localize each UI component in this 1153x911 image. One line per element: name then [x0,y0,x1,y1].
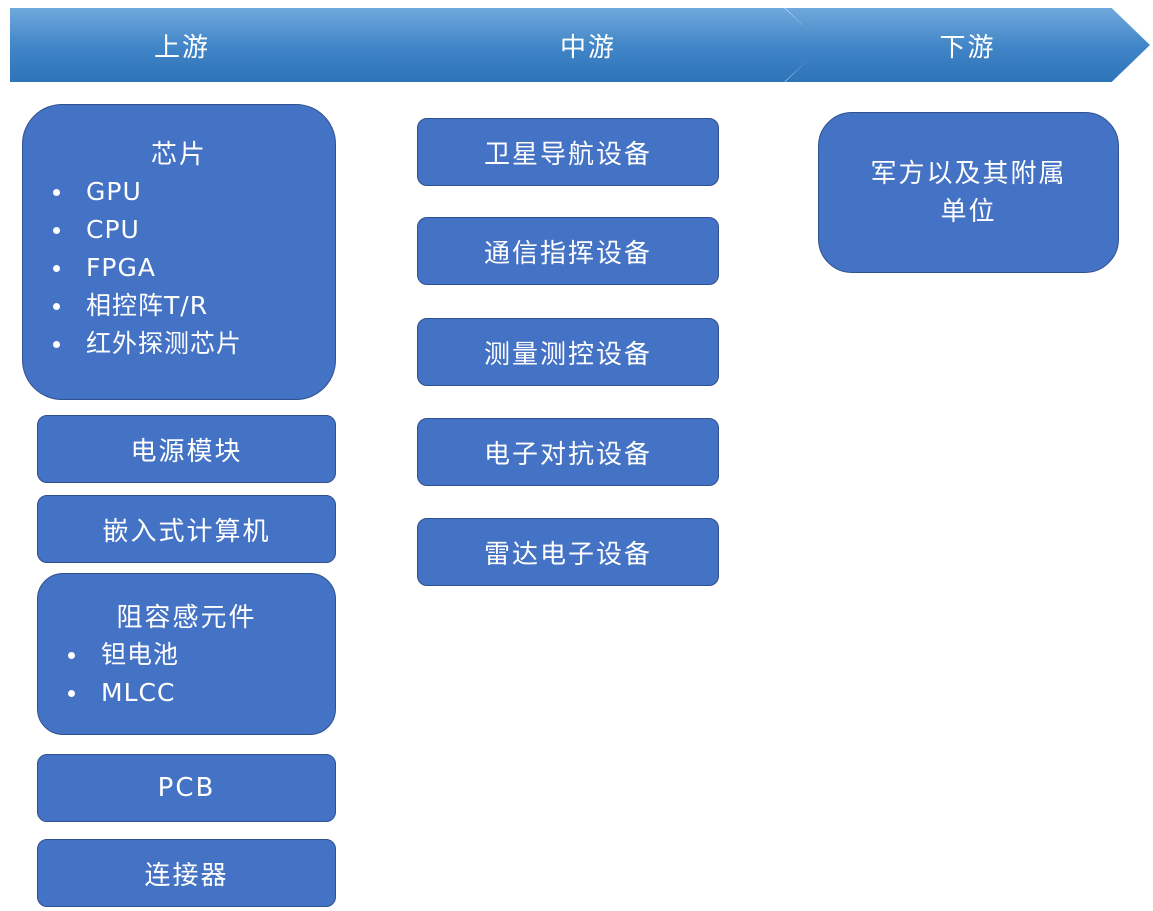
list-item: MLCC [58,674,315,712]
bullet-icon [53,188,60,196]
bullet-icon [53,264,60,272]
embedded-computer-box: 嵌入式计算机 [37,495,336,563]
bullet-icon [53,340,60,348]
stage-upstream-label: 上游 [153,32,210,63]
stage-midstream-chevron: 中游 [352,8,824,82]
list-item: 钽电池 [58,636,315,674]
chip-item-infrared: 红外探测芯片 [86,329,243,358]
midstream-item-label: 卫星导航设备 [483,139,652,170]
midstream-item-label: 电子对抗设备 [483,439,652,470]
passive-components-box: 阻容感元件 钽电池 MLCC [37,573,336,735]
pcb-label: PCB [157,773,216,803]
midstream-item-satellite-navigation: 卫星导航设备 [417,118,719,186]
list-item: 相控阵T/R [43,287,315,325]
list-item: CPU [43,211,315,249]
midstream-item-communication-command: 通信指挥设备 [417,217,719,285]
midstream-item-electronic-countermeasure: 电子对抗设备 [417,418,719,486]
passive-item-mlcc: MLCC [101,678,176,707]
bullet-icon [68,689,75,697]
stage-upstream-chevron: 上游 [10,8,392,82]
chip-item-gpu: GPU [86,177,142,206]
power-module-box: 电源模块 [37,415,336,483]
list-item: FPGA [43,249,315,287]
passive-components-title: 阻容感元件 [116,603,257,633]
downstream-label-line1: 军方以及其附属 [870,158,1067,189]
downstream-military-box: 军方以及其附属 单位 [818,112,1119,273]
bullet-icon [53,226,60,234]
midstream-item-measurement-control: 测量测控设备 [417,318,719,386]
chips-title: 芯片 [150,140,207,170]
bullet-icon [68,651,75,659]
connector-label: 连接器 [144,860,229,891]
chips-box: 芯片 GPU CPU FPGA 相控阵T/R 红外探测芯片 [22,104,336,400]
stage-downstream-chevron: 下游 [785,8,1150,82]
downstream-label-line2: 单位 [940,196,997,227]
chip-item-cpu: CPU [86,215,140,244]
list-item: GPU [43,173,315,211]
bullet-icon [53,302,60,310]
midstream-item-label: 通信指挥设备 [483,238,652,269]
chip-item-fpga: FPGA [86,253,156,282]
connector-box: 连接器 [37,839,336,907]
stage-midstream-label: 中游 [559,32,616,63]
pcb-box: PCB [37,754,336,822]
midstream-item-label: 雷达电子设备 [483,539,652,570]
list-item: 红外探测芯片 [43,325,315,363]
midstream-item-radar-electronics: 雷达电子设备 [417,518,719,586]
chips-list: GPU CPU FPGA 相控阵T/R 红外探测芯片 [43,173,315,363]
power-module-label: 电源模块 [130,436,243,467]
passive-components-list: 钽电池 MLCC [58,636,315,712]
embedded-computer-label: 嵌入式计算机 [102,516,271,547]
passive-item-tantalum: 钽电池 [101,640,180,669]
chip-item-tr: 相控阵T/R [86,291,209,320]
stage-downstream-label: 下游 [939,32,996,63]
midstream-item-label: 测量测控设备 [483,339,652,370]
